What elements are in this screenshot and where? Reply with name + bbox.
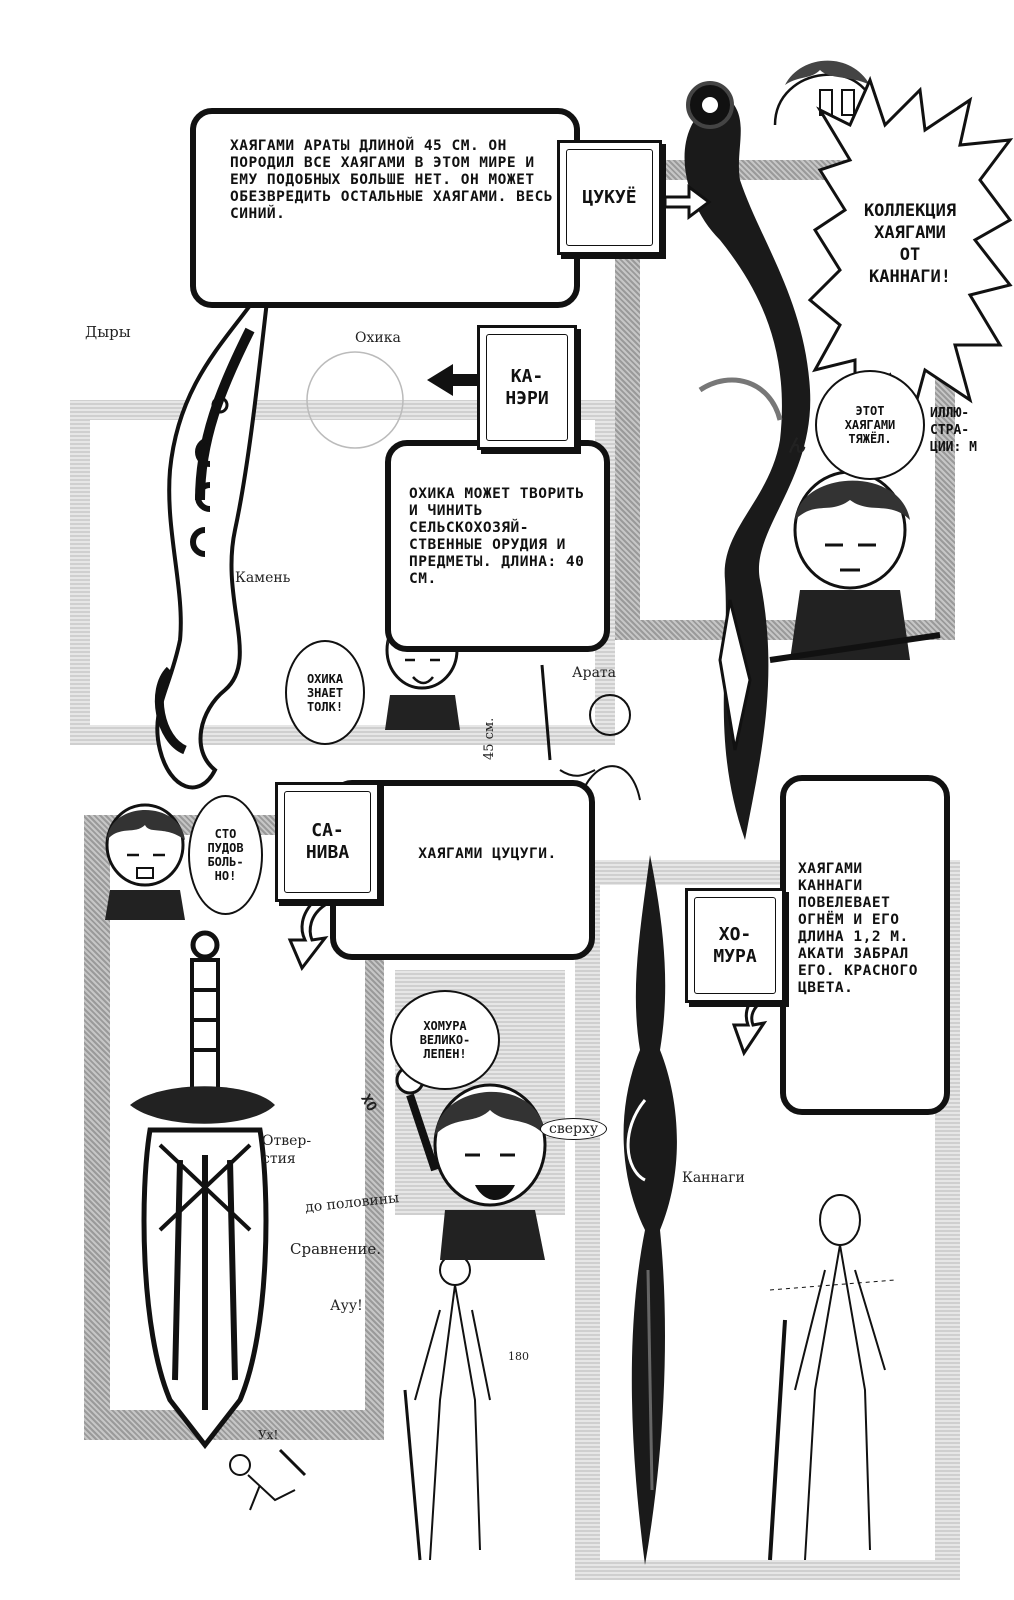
tag-homura-label: ХО- МУРА — [694, 897, 776, 994]
tsukuyo-description-box: Хаягами Араты длиной 45 см. Он породил в… — [190, 108, 580, 308]
arata-stick-figure — [540, 664, 641, 801]
tag-saniva: СА- НИВА — [275, 782, 380, 902]
tag-tsukuyo-label: ЦУКУЁ — [566, 149, 653, 246]
title-burst-shape — [807, 75, 1014, 430]
note-holes: Дыры — [85, 323, 131, 341]
note-arata: Арата — [572, 665, 617, 681]
tsukuyo-blade-drawing — [684, 81, 811, 840]
note-from-top: сверху — [540, 1118, 608, 1140]
kaneri-blade-drawing — [154, 274, 272, 790]
note-180: 180 — [508, 1350, 529, 1363]
small-falling-figure — [229, 1448, 307, 1511]
note-comparison: Сравнение. — [290, 1240, 381, 1258]
note-stone: Камень — [235, 570, 291, 586]
arrow-kaneri-left — [427, 364, 495, 396]
tag-kaneri: КА- НЭРИ — [477, 325, 577, 450]
homura-description-text: Хаягами Каннаги повелевает огнём и его д… — [798, 861, 918, 996]
kannagi-stick-figure — [768, 1194, 896, 1561]
saniva-description-text: Хаягами цуцуги. — [418, 846, 557, 862]
note-ukh: Ух! — [258, 1428, 279, 1442]
note-openings: Отвер- стия — [262, 1133, 312, 1167]
arrow-saniva-down — [287, 898, 329, 971]
kaneri-description-box: Охика может творить и чинить сельскохозя… — [385, 440, 610, 652]
arrow-homura-down — [731, 993, 769, 1057]
kaneri-description-text: Охика может творить и чинить сельскохозя… — [409, 486, 585, 587]
tag-homura: ХО- МУРА — [685, 888, 785, 1003]
tag-saniva-label: СА- НИВА — [284, 791, 371, 893]
tag-tsukuyo: ЦУКУЁ — [557, 140, 662, 255]
illustration-credit: ИЛЛЮ- СТРА- ЦИИ: М — [930, 406, 977, 455]
homura-description-box: Хаягами Каннаги повелевает огнём и его д… — [780, 775, 950, 1115]
title-burst-text: КОЛЛЕКЦИЯ ХАЯГАМИ ОТ КАННАГИ! — [863, 201, 957, 287]
note-length-45: 45 см. — [482, 717, 497, 760]
chibi-character-kannagi-top — [769, 470, 941, 663]
note-kannagi: Каннаги — [682, 1170, 745, 1186]
chibi-character-hurt — [105, 803, 185, 920]
bubble-hurts: СТО ПУДОВ БОЛЬ- НО! — [188, 795, 263, 915]
saniva-blade-drawing — [130, 930, 275, 1450]
tag-kaneri-label: КА- НЭРИ — [486, 334, 568, 441]
note-auu: Ауу! — [330, 1298, 363, 1314]
sfx-nn: ん — [788, 436, 806, 457]
ohika-circle-sketch — [306, 351, 404, 449]
bubble-homura-great: ХОМУРА ВЕЛИКО- ЛЕПЕН! — [390, 990, 500, 1090]
bubble-ohika-knows: ОХИКА ЗНАЕТ ТОЛК! — [285, 640, 365, 745]
arrow-tsukuyo-right — [663, 184, 712, 220]
bubble-heavy: ЭТОТ ХАЯГАМИ ТЯЖЁЛ. — [815, 370, 925, 480]
chibi-character-cheering — [395, 1065, 547, 1260]
tsukuyo-description-text: Хаягами Араты длиной 45 см. Он породил в… — [230, 138, 554, 222]
comparison-stick-figure — [403, 1254, 491, 1561]
note-ohika: Охика — [355, 330, 401, 346]
homura-blade-drawing — [623, 855, 677, 1565]
